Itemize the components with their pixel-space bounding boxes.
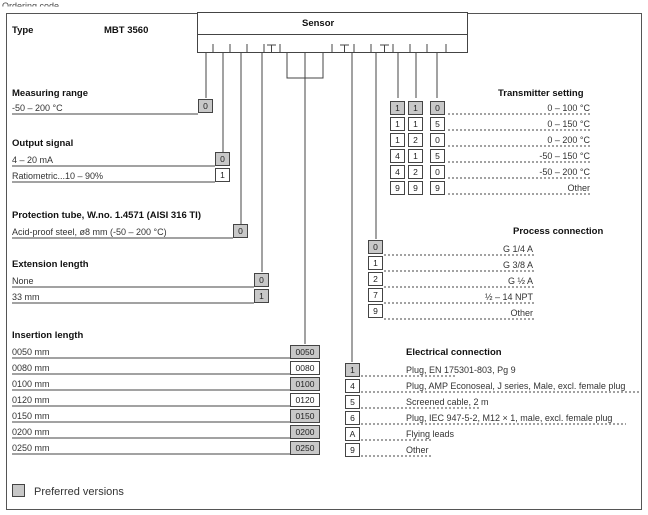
output-signal-code[interactable]: 0 <box>215 152 230 166</box>
transmitter-code-3[interactable]: 0 <box>430 101 445 115</box>
model-number: MBT 3560 <box>104 25 149 36</box>
legend-label: Preferred versions <box>34 486 124 498</box>
electrical-connection-code[interactable]: 9 <box>345 443 360 457</box>
output-signal-title: Output signal <box>12 138 74 149</box>
transmitter-code-2[interactable]: 9 <box>408 181 423 195</box>
process-connection-code[interactable]: 0 <box>368 240 383 254</box>
insertion-length-option: 0150 mm <box>12 411 50 421</box>
electrical-connection-code[interactable]: 4 <box>345 379 360 393</box>
sensor-label: Sensor <box>302 18 335 29</box>
insertion-length-code[interactable]: 0150 <box>290 409 320 423</box>
transmitter-code-1[interactable]: 1 <box>390 117 405 131</box>
insertion-length-code[interactable]: 0050 <box>290 345 320 359</box>
output-signal-option: 4 – 20 mA <box>12 155 54 165</box>
extension-length-title: Extension length <box>12 259 89 270</box>
insertion-length-code[interactable]: 0200 <box>290 425 320 439</box>
measuring-range-code[interactable]: 0 <box>198 99 213 113</box>
insertion-length-code[interactable]: 0100 <box>290 377 320 391</box>
electrical-connection-code[interactable]: 1 <box>345 363 360 377</box>
transmitter-code-1[interactable]: 4 <box>390 149 405 163</box>
process-connection-code[interactable]: 9 <box>368 304 383 318</box>
process-connection-code[interactable]: 1 <box>368 256 383 270</box>
electrical-connection-title: Electrical connection <box>406 347 502 358</box>
transmitter-option: -50 – 150 °C <box>539 151 590 161</box>
process-connection-option: G 3/8 A <box>502 260 533 270</box>
transmitter-code-1[interactable]: 9 <box>390 181 405 195</box>
extension-length-code[interactable]: 1 <box>254 289 269 303</box>
electrical-connection-option: Screened cable, 2 m <box>406 397 489 407</box>
electrical-connection-option: Plug, IEC 947-5-2, M12 × 1, male, excl. … <box>406 413 613 423</box>
preferred-swatch <box>12 484 25 497</box>
transmitter-option: Other <box>567 183 590 193</box>
insertion-length-option: 0050 mm <box>12 347 50 357</box>
figure-title: Ordering code <box>2 1 60 11</box>
transmitter-code-3[interactable]: 0 <box>430 165 445 179</box>
insertion-length-code[interactable]: 0120 <box>290 393 320 407</box>
electrical-connection-option: Plug, EN 175301-803, Pg 9 <box>406 365 516 375</box>
type-label: Type <box>12 25 34 36</box>
insertion-length-option: 0080 mm <box>12 363 50 373</box>
process-connection-option: Other <box>510 308 533 318</box>
process-connection-title: Process connection <box>513 226 604 237</box>
transmitter-code-3[interactable]: 5 <box>430 149 445 163</box>
process-connection-option: ½ – 14 NPT <box>484 292 533 302</box>
extension-length-option: None <box>12 276 34 286</box>
transmitter-option: 0 – 150 °C <box>547 119 590 129</box>
electrical-connection-code[interactable]: 6 <box>345 411 360 425</box>
transmitter-code-3[interactable]: 0 <box>430 133 445 147</box>
transmitter-code-1[interactable]: 4 <box>390 165 405 179</box>
insertion-length-option: 0100 mm <box>12 379 50 389</box>
electrical-connection-option: Plug, AMP Econoseal, J series, Male, exc… <box>406 381 626 391</box>
transmitter-code-2[interactable]: 2 <box>408 165 423 179</box>
transmitter-code-2[interactable]: 1 <box>408 101 423 115</box>
process-connection-option: G 1/4 A <box>502 244 533 254</box>
insertion-length-title: Insertion length <box>12 330 84 341</box>
electrical-connection-option: Other <box>406 445 429 455</box>
insertion-length-option: 0250 mm <box>12 443 50 453</box>
transmitter-option: -50 – 200 °C <box>539 167 590 177</box>
process-connection-option: G ½ A <box>507 276 533 286</box>
insertion-length-code[interactable]: 0250 <box>290 441 320 455</box>
transmitter-code-3[interactable]: 5 <box>430 117 445 131</box>
transmitter-code-2[interactable]: 1 <box>408 149 423 163</box>
insertion-length-code[interactable]: 0080 <box>290 361 320 375</box>
protection-tube-option: Acid-proof steel, ø8 mm (-50 – 200 °C) <box>12 227 167 237</box>
output-signal-option: Ratiometric...10 – 90% <box>12 171 104 181</box>
transmitter-setting-title: Transmitter setting <box>498 88 584 99</box>
electrical-connection-code[interactable]: A <box>345 427 360 441</box>
insertion-length-option: 0120 mm <box>12 395 50 405</box>
transmitter-code-2[interactable]: 1 <box>408 117 423 131</box>
insertion-length-option: 0200 mm <box>12 427 50 437</box>
protection-tube-code[interactable]: 0 <box>233 224 248 238</box>
output-signal-code[interactable]: 1 <box>215 168 230 182</box>
extension-length-code[interactable]: 0 <box>254 273 269 287</box>
transmitter-code-1[interactable]: 1 <box>390 101 405 115</box>
transmitter-option: 0 – 100 °C <box>547 103 590 113</box>
measuring-range-title: Measuring range <box>12 88 89 99</box>
extension-length-option: 33 mm <box>12 292 40 302</box>
transmitter-option: 0 – 200 °C <box>547 135 590 145</box>
process-connection-code[interactable]: 7 <box>368 288 383 302</box>
transmitter-code-3[interactable]: 9 <box>430 181 445 195</box>
measuring-range-option: -50 – 200 °C <box>12 103 63 113</box>
process-connection-code[interactable]: 2 <box>368 272 383 286</box>
transmitter-code-1[interactable]: 1 <box>390 133 405 147</box>
transmitter-code-2[interactable]: 2 <box>408 133 423 147</box>
electrical-connection-option: Flying leads <box>406 429 455 439</box>
electrical-connection-code[interactable]: 5 <box>345 395 360 409</box>
protection-tube-title: Protection tube, W.no. 1.4571 (AISI 316 … <box>12 210 201 221</box>
